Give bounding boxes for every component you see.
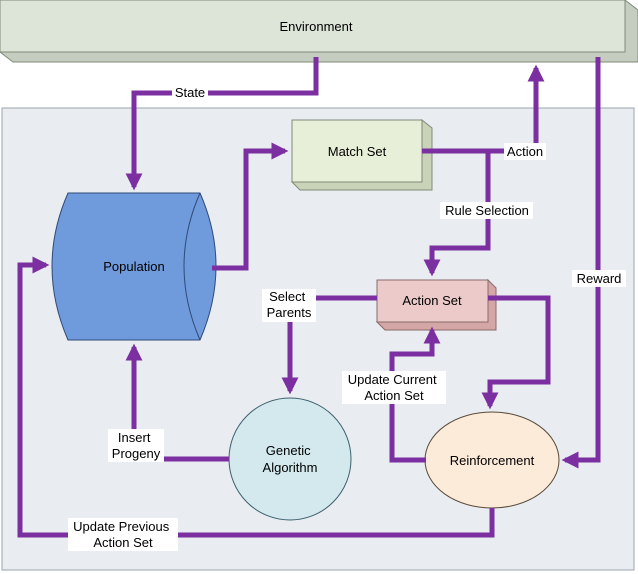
- reward-label: Reward: [577, 271, 622, 286]
- genetic-algorithm-node: Genetic Algorithm: [228, 397, 352, 521]
- action-set-to-reinforcement-connector: [481, 295, 551, 410]
- population-label: Population: [103, 259, 164, 274]
- match-set-label: Match Set: [328, 144, 387, 159]
- state-label: State: [175, 85, 205, 100]
- update-current-connector: [389, 326, 441, 463]
- action-label: Action: [507, 144, 543, 159]
- match-set-node: Match Set: [290, 118, 433, 191]
- population-node: Population: [51, 192, 217, 341]
- action-set-node: Action Set: [375, 278, 497, 331]
- select-parents-line-2: Parents: [267, 305, 312, 320]
- update-current-label: Update Current Action Set: [348, 372, 441, 403]
- reinforcement-label: Reinforcement: [450, 453, 535, 468]
- rule-selection-connector: [423, 151, 491, 277]
- reinforcement-node: Reinforcement: [424, 411, 560, 509]
- insert-progeny-line-2: Progeny: [112, 446, 161, 461]
- rule-selection-label: Rule Selection: [445, 203, 529, 218]
- genetic-algorithm-line-2: Algorithm: [263, 460, 318, 475]
- environment-node: Environment: [0, 0, 638, 63]
- genetic-algorithm-line-1: Genetic: [266, 443, 311, 458]
- action-set-label: Action Set: [402, 293, 462, 308]
- update-previous-line-2: Action Set: [93, 535, 153, 550]
- update-current-line-1: Update Current: [348, 372, 437, 387]
- insert-progeny-line-1: Insert: [118, 430, 151, 445]
- insert-progeny-label: Insert Progeny: [112, 430, 161, 461]
- reward-connector: [561, 57, 601, 469]
- update-previous-connector: [17, 256, 495, 538]
- update-current-line-2: Action Set: [364, 388, 424, 403]
- genetic-algorithm-label: Genetic Algorithm: [263, 443, 318, 475]
- select-parents-line-1: Select: [269, 289, 306, 304]
- state-connector: [125, 57, 319, 191]
- select-parents-label: Select Parents: [267, 289, 312, 320]
- environment-label: Environment: [280, 19, 353, 34]
- update-previous-label: Update Previous Action Set: [73, 519, 173, 550]
- population-to-match-set-connector: [212, 142, 289, 271]
- update-previous-line-1: Update Previous: [73, 519, 170, 534]
